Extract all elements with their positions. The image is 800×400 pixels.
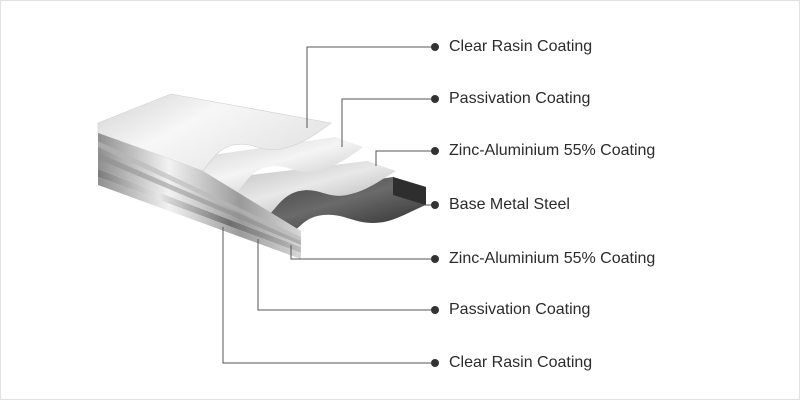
leader-line-7 bbox=[222, 227, 435, 364]
sheet-edge-front bbox=[98, 133, 301, 247]
leader-line-5 bbox=[290, 245, 435, 260]
leader-bullet-1 bbox=[431, 43, 439, 51]
leader-line-3 bbox=[375, 150, 435, 166]
leader-bullet-2 bbox=[431, 95, 439, 103]
leader-line-6 bbox=[257, 239, 435, 311]
clear-rasin-top-layer bbox=[97, 93, 332, 172]
sheet-edge-bottom bbox=[98, 169, 301, 259]
leader-bullet-3 bbox=[431, 147, 439, 155]
leader-lines bbox=[222, 46, 435, 364]
leader-bullet-6 bbox=[431, 306, 439, 314]
leader-line-1 bbox=[306, 46, 435, 128]
label-base-metal-steel: Base Metal Steel bbox=[449, 196, 570, 213]
label-passivation-top: Passivation Coating bbox=[449, 90, 591, 107]
label-clear-rasin-bottom: Clear Rasin Coating bbox=[449, 354, 593, 371]
leader-line-2 bbox=[341, 98, 435, 147]
leader-bullet-4 bbox=[431, 201, 439, 209]
leader-bullets bbox=[431, 43, 439, 367]
leader-bullet-7 bbox=[431, 359, 439, 367]
label-passivation-bottom: Passivation Coating bbox=[449, 301, 591, 318]
label-clear-rasin-top: Clear Rasin Coating bbox=[449, 38, 593, 55]
leader-bullet-5 bbox=[431, 255, 439, 263]
passivation-layer bbox=[171, 137, 363, 193]
label-zinc-aluminium-bottom: Zinc-Aluminium 55% Coating bbox=[449, 250, 656, 267]
label-zinc-aluminium-top: Zinc-Aluminium 55% Coating bbox=[449, 142, 656, 159]
